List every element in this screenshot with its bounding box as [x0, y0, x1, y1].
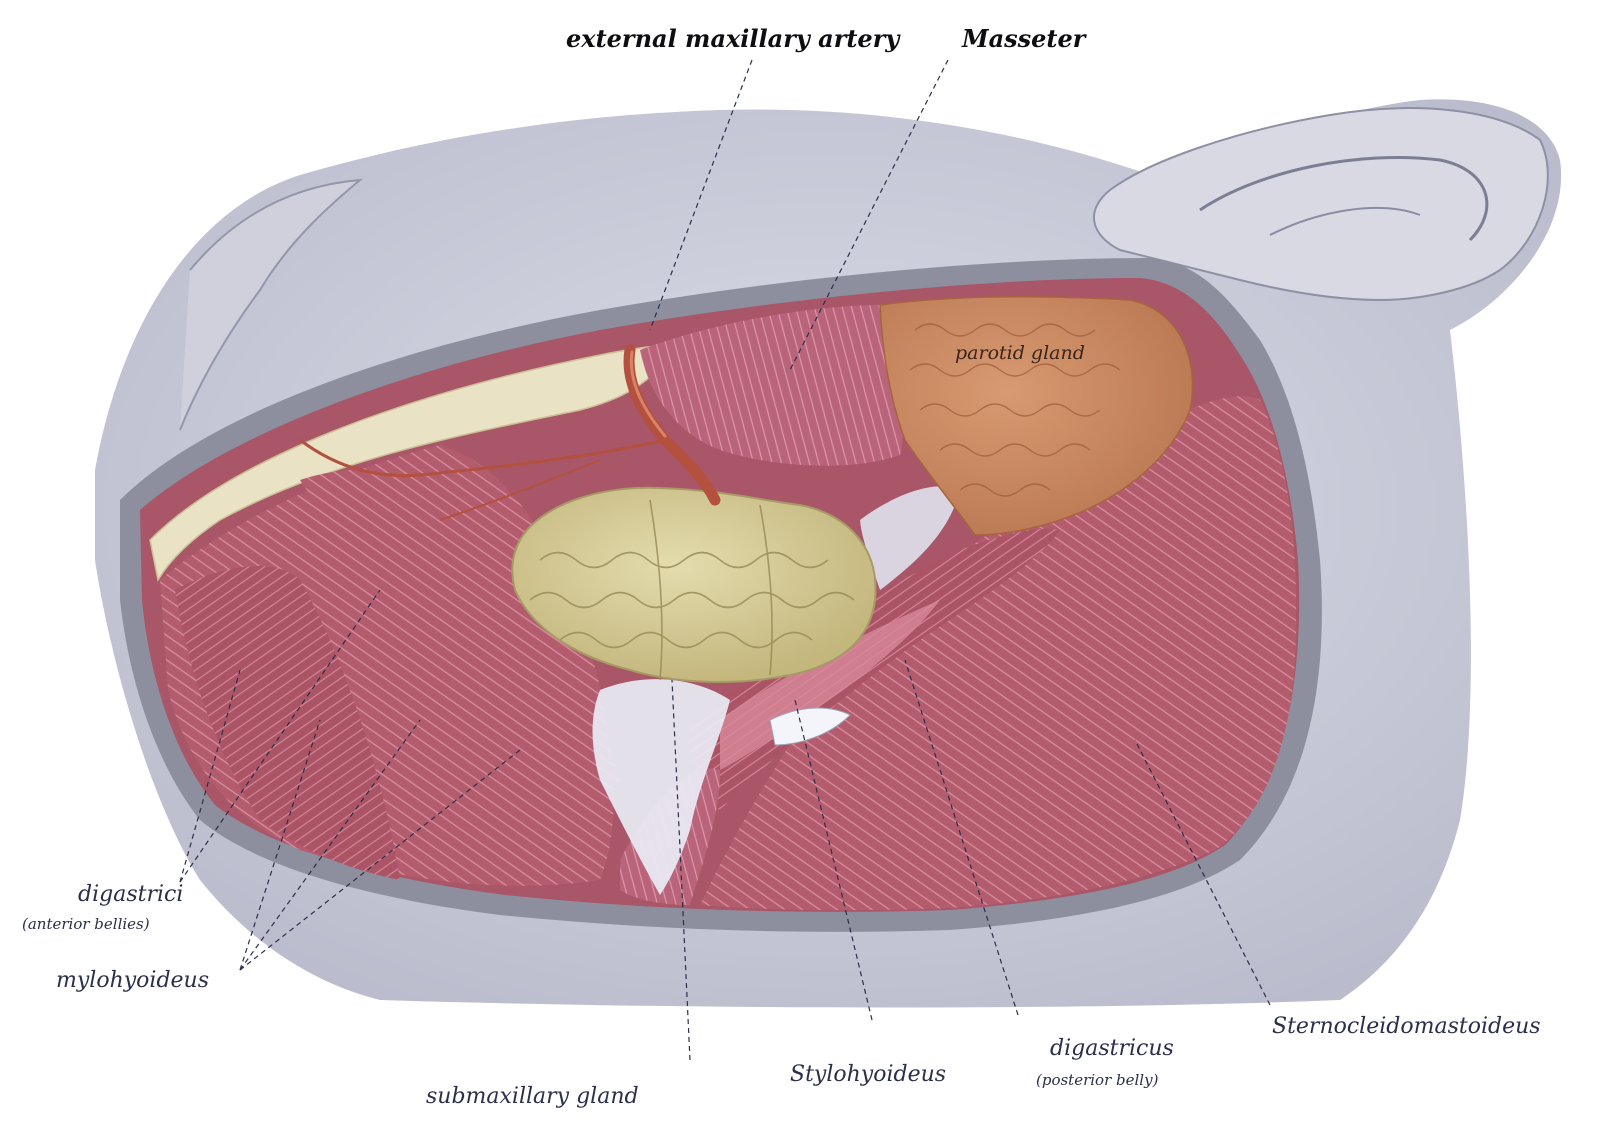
central-fascia — [592, 679, 730, 895]
parotid-lobules — [909, 323, 1121, 497]
small-branch — [439, 459, 601, 521]
artery-highlight — [629, 350, 667, 438]
anterior-digastric-belly-1 — [175, 566, 400, 880]
label-mylohyoideus: mylohyoideus — [56, 968, 210, 993]
parotid-gland-shape — [879, 295, 1194, 536]
leader-digastricus — [904, 659, 1019, 1016]
ear-concha — [1269, 206, 1421, 236]
ear-helix — [1199, 155, 1489, 242]
masseter-muscle — [640, 305, 904, 466]
leader-mylohyoideus-1 — [239, 719, 321, 971]
label-digastricus: digastricus — [1050, 1036, 1174, 1061]
anterior-digastric-belly-2 — [300, 469, 620, 795]
label-parotid-gland: parotid gland — [955, 342, 1085, 364]
lip-fold — [179, 178, 364, 431]
leader-submaxillary-gland — [671, 679, 691, 1061]
leader-sternocleidomastoideus — [1134, 739, 1271, 1006]
sternocleidomastoid-muscle — [700, 396, 1297, 911]
leader-lines — [179, 59, 1271, 1061]
label-digastrici: digastrici — [78, 882, 184, 907]
label-digastrici-sub: (anterior bellies) — [22, 915, 150, 933]
label-stylohyoideus: Stylohyoideus — [790, 1062, 947, 1087]
label-digastricus-sub: (posterior belly) — [1036, 1071, 1159, 1089]
leader-digastrici — [179, 669, 241, 883]
leader-masseter — [789, 59, 949, 371]
label-masseter: Masseter — [962, 24, 1086, 53]
label-external-maxillary-artery: external maxillary artery — [566, 24, 900, 53]
label-submaxillary-gland: submaxillary gland — [426, 1084, 639, 1109]
hyoid-tendon — [769, 707, 851, 746]
leader-mylohyoideus-2 — [239, 719, 421, 971]
leader-digastrici-2 — [179, 589, 381, 883]
submaxillary-lobules — [529, 499, 855, 681]
leader-external-maxillary-artery — [649, 59, 753, 331]
fascia-band — [860, 486, 960, 590]
leader-stylohyoideus — [794, 699, 873, 1021]
submental-branch — [299, 438, 666, 478]
submaxillary-gland-shape — [511, 486, 877, 683]
label-sternocleidomastoideus: Sternocleidomastoideus — [1272, 1014, 1541, 1039]
